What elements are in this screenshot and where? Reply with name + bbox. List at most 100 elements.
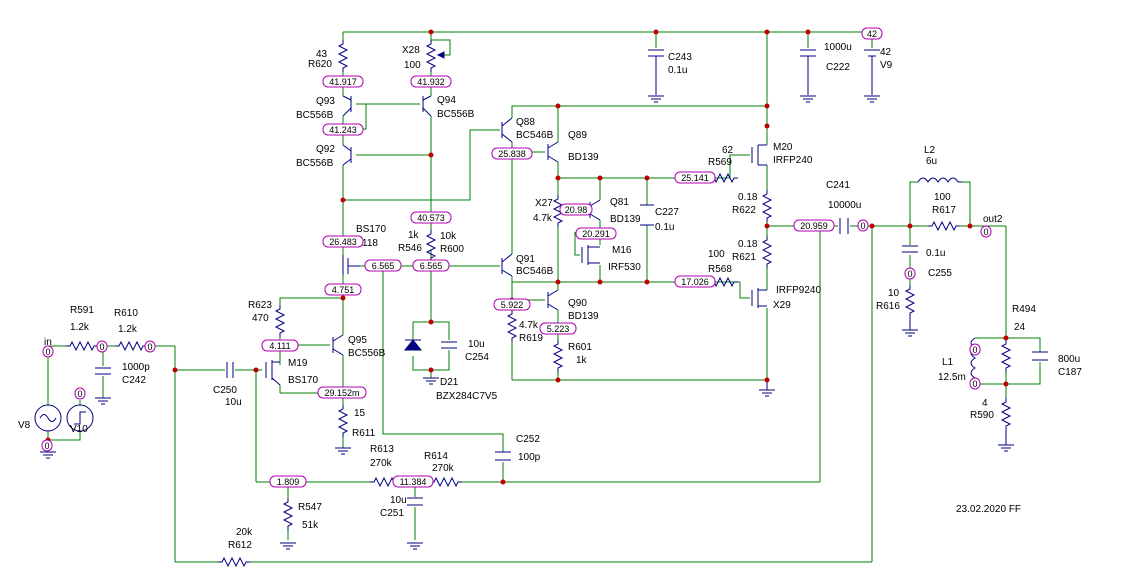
r494-label: R494 bbox=[1012, 304, 1036, 315]
node-label: 6.565 bbox=[412, 259, 450, 272]
d21-label: D21 bbox=[440, 377, 459, 388]
svg-text:5.922: 5.922 bbox=[501, 300, 524, 310]
node-label: 25.838 bbox=[491, 147, 533, 160]
c187-value: 800u bbox=[1058, 354, 1080, 365]
svg-text:25.838: 25.838 bbox=[498, 149, 526, 159]
r616-value: 10 bbox=[888, 288, 900, 299]
bs170-mosfet bbox=[342, 255, 360, 275]
q88-model: BC546B bbox=[516, 130, 554, 141]
v9-value: 42 bbox=[880, 47, 892, 58]
node-label: 41.917 bbox=[322, 75, 364, 88]
r610-label: R610 bbox=[114, 308, 138, 319]
svg-text:1.809: 1.809 bbox=[277, 477, 300, 487]
m16-mosfet bbox=[581, 245, 600, 265]
c241-label: C241 bbox=[826, 180, 850, 191]
svg-text:4.751: 4.751 bbox=[332, 285, 355, 295]
node-label: 11.384 bbox=[392, 475, 434, 488]
r616-label: R616 bbox=[876, 301, 900, 312]
node-label: 17.026 bbox=[674, 275, 716, 288]
svg-text:17.026: 17.026 bbox=[681, 277, 709, 287]
r620-value: 43 bbox=[316, 49, 328, 60]
q92-transistor bbox=[342, 144, 352, 166]
l1-value: 12.5m bbox=[938, 372, 966, 383]
node-label: 0 bbox=[980, 225, 992, 238]
r601-value: 1k bbox=[576, 355, 588, 366]
q81-label: Q81 bbox=[610, 197, 629, 208]
x28-value: 100 bbox=[404, 60, 421, 71]
c243-label: C243 bbox=[668, 52, 692, 63]
svg-text:6.565: 6.565 bbox=[372, 261, 395, 271]
r617-label: R617 bbox=[932, 205, 956, 216]
node-label: 4.111 bbox=[261, 339, 299, 352]
node-label: 0 bbox=[857, 219, 869, 232]
svg-text:41.932: 41.932 bbox=[417, 77, 445, 87]
c227-label: C227 bbox=[655, 207, 679, 218]
q88-transistor bbox=[501, 117, 513, 143]
svg-text:0: 0 bbox=[972, 379, 977, 389]
in-port-label: in bbox=[44, 337, 52, 348]
r614-value: 270k bbox=[432, 463, 455, 474]
r612-label: R612 bbox=[228, 540, 252, 551]
node-label: 5.223 bbox=[539, 322, 577, 335]
svg-text:20.291: 20.291 bbox=[582, 229, 610, 239]
node-label: 0 bbox=[74, 387, 86, 400]
r569-label: R569 bbox=[708, 157, 732, 168]
node-label: 40.573 bbox=[410, 211, 452, 224]
r613-label: R613 bbox=[370, 444, 394, 455]
m19-model: BS170 bbox=[288, 375, 318, 386]
r612-value: 20k bbox=[236, 527, 253, 538]
r494-value: 24 bbox=[1014, 322, 1026, 333]
c251-label: C251 bbox=[380, 508, 404, 519]
r601-label: R601 bbox=[568, 342, 592, 353]
c242-label: C242 bbox=[122, 375, 146, 386]
node-label: 5.922 bbox=[493, 298, 531, 311]
r569-value: 62 bbox=[722, 145, 734, 156]
node-label: 0 bbox=[904, 267, 916, 280]
r613-value: 270k bbox=[370, 458, 393, 469]
out2-port-label: out2 bbox=[983, 214, 1003, 225]
q93-transistor bbox=[342, 95, 352, 117]
q94-label: Q94 bbox=[437, 95, 456, 106]
svg-text:0: 0 bbox=[45, 347, 50, 357]
node-label: 4.751 bbox=[324, 283, 362, 296]
m20-model: IRFP240 bbox=[773, 155, 813, 166]
r546-value: 1k bbox=[408, 230, 420, 241]
m16-model: IRF530 bbox=[608, 262, 641, 273]
svg-text:42: 42 bbox=[867, 29, 877, 39]
svg-text:41.917: 41.917 bbox=[329, 77, 357, 87]
q90-label: Q90 bbox=[568, 298, 587, 309]
svg-text:25.141: 25.141 bbox=[681, 173, 709, 183]
svg-text:26.483: 26.483 bbox=[329, 237, 357, 247]
c222-value: 1000u bbox=[824, 42, 852, 53]
r590-label: R590 bbox=[970, 410, 994, 421]
r590-value: 4 bbox=[982, 398, 988, 409]
c250-value: 10u bbox=[225, 397, 242, 408]
c255-value: 0.1u bbox=[926, 248, 945, 259]
l2-value: 6u bbox=[926, 156, 937, 167]
x27-value: 4.7k bbox=[533, 213, 553, 224]
node-voltage-labels: 41.917 41.932 41.243 25.838 40.573 26.48… bbox=[41, 27, 992, 488]
bs170-value: 118 bbox=[362, 238, 378, 249]
c254-label: C254 bbox=[465, 352, 489, 363]
r546-label: R546 bbox=[398, 243, 422, 254]
q95-transistor bbox=[332, 334, 344, 356]
svg-text:29.152m: 29.152m bbox=[324, 388, 359, 398]
svg-text:5.223: 5.223 bbox=[547, 324, 570, 334]
r611-value: 15 bbox=[354, 408, 366, 419]
c252-label: C252 bbox=[516, 434, 540, 445]
c255-label: C255 bbox=[928, 268, 952, 279]
c187-label: C187 bbox=[1058, 367, 1082, 378]
q94-transistor bbox=[422, 95, 432, 117]
x29-mosfet bbox=[751, 288, 767, 308]
q94-model: BC556B bbox=[437, 109, 475, 120]
node-label: 0 bbox=[969, 343, 981, 356]
q91-model: BC546B bbox=[516, 266, 554, 277]
m20-label: M20 bbox=[773, 142, 793, 153]
svg-text:0: 0 bbox=[147, 342, 152, 352]
node-label: 26.483 bbox=[322, 235, 364, 248]
date-stamp: 23.02.2020 FF bbox=[956, 504, 1021, 515]
q90-model: BD139 bbox=[568, 311, 599, 322]
v10-label: V10 bbox=[70, 424, 88, 435]
node-label: 0 bbox=[42, 345, 54, 358]
